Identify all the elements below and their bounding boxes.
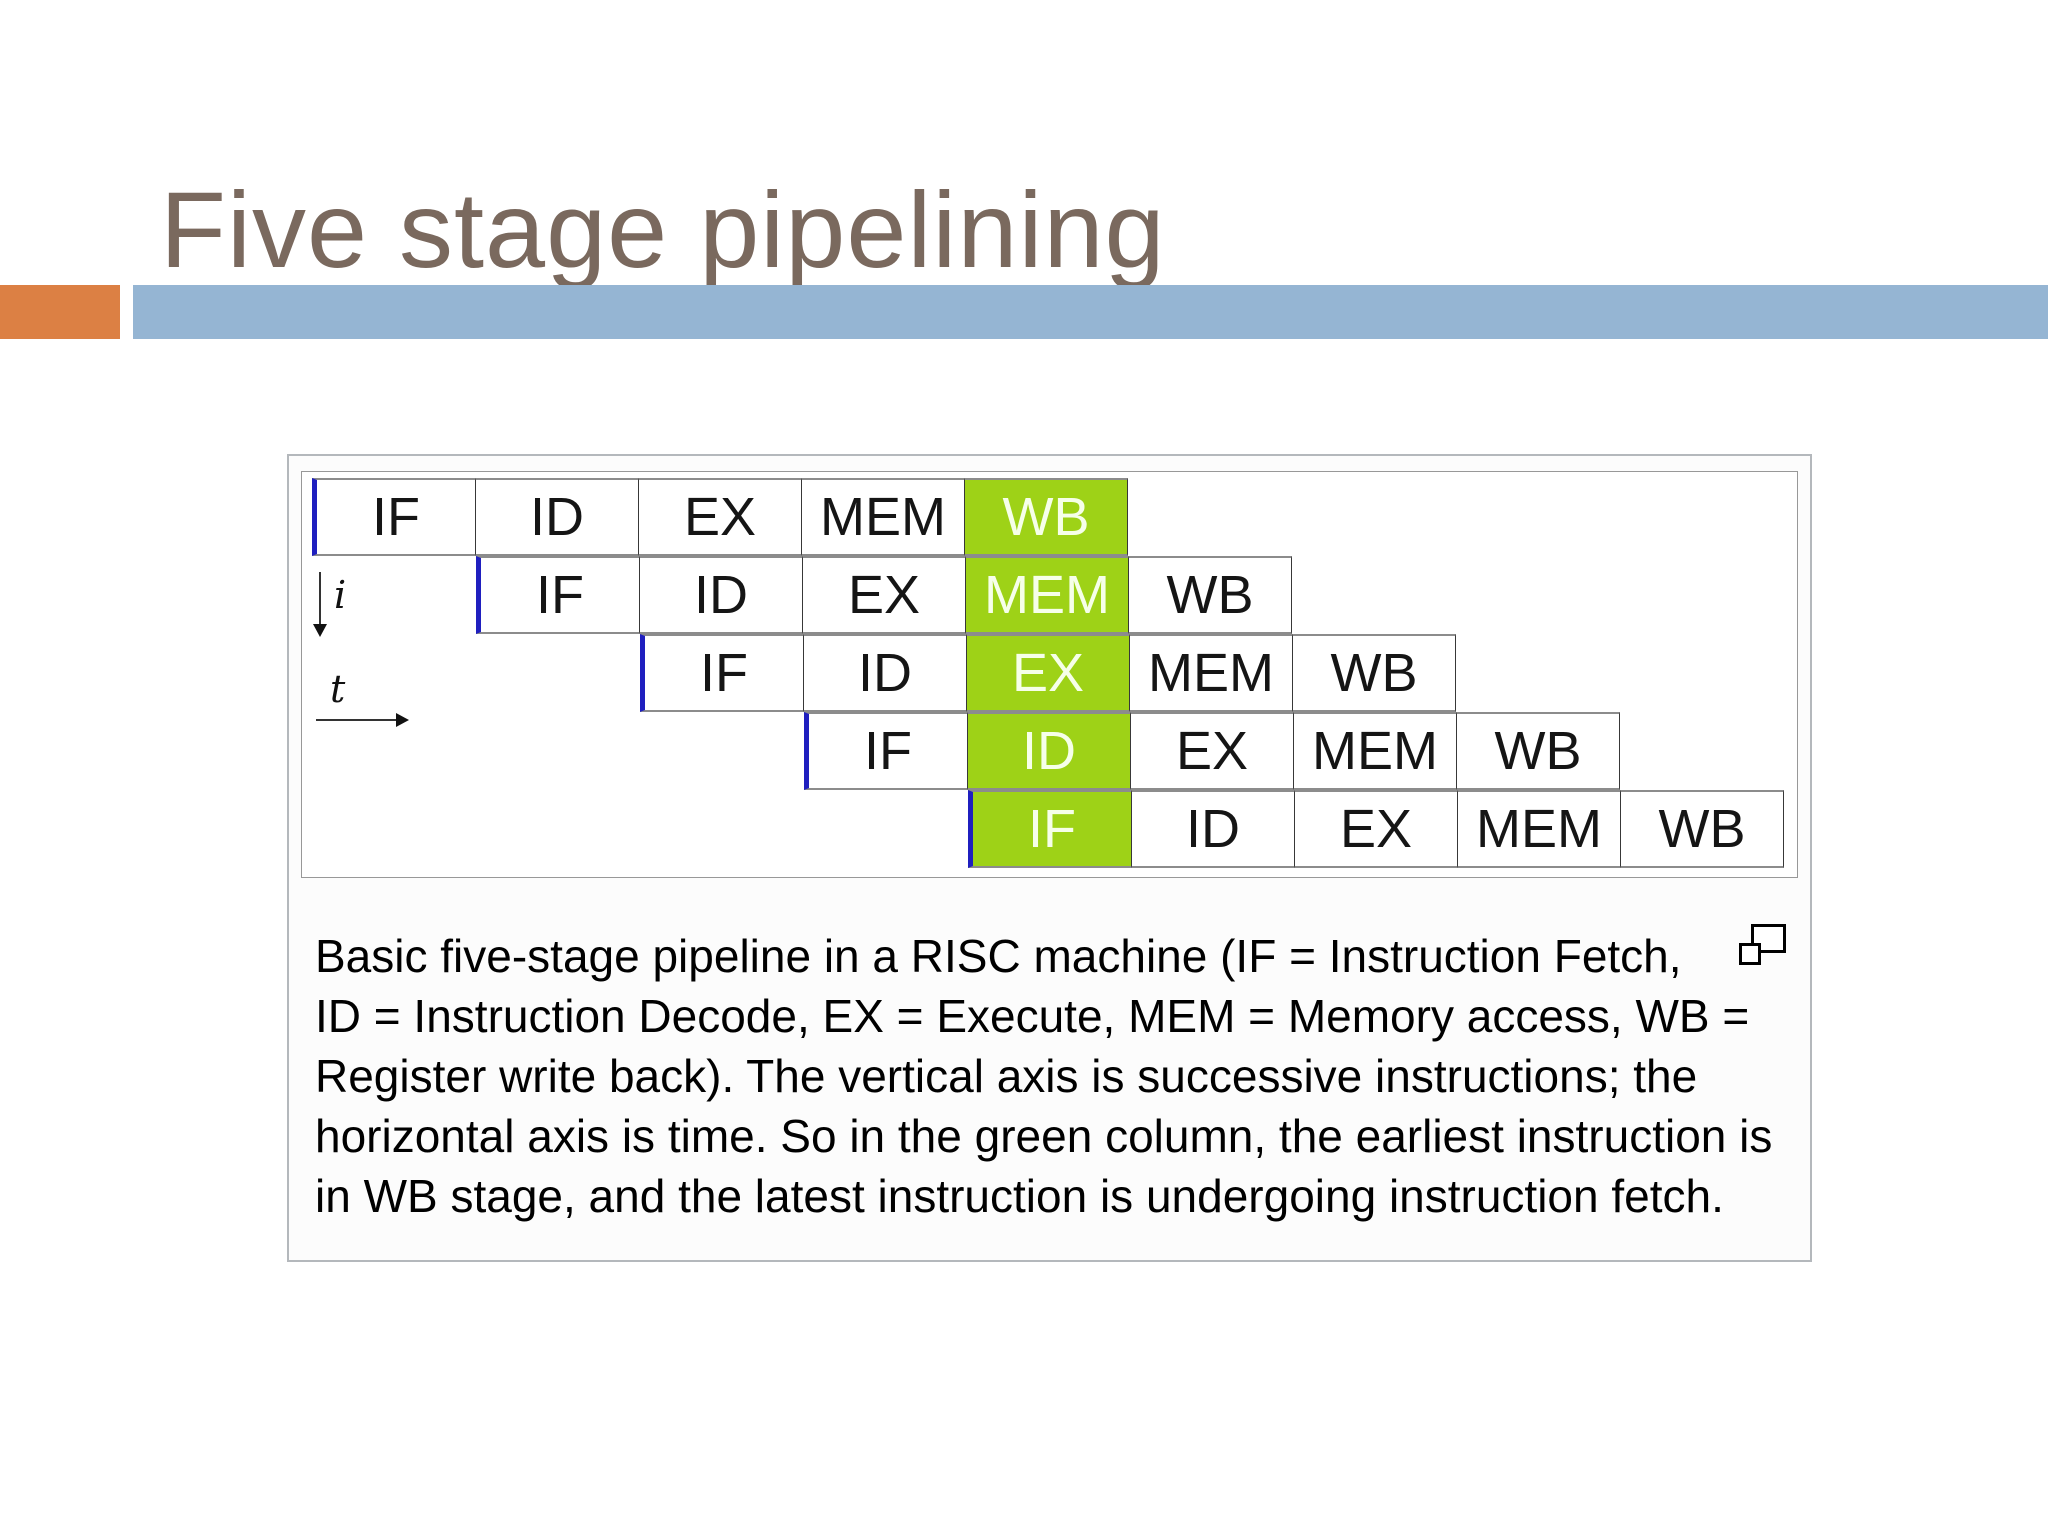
enlarge-icon[interactable] xyxy=(1739,924,1786,965)
time-axis-label: t xyxy=(330,667,346,711)
pipeline-cell: ID xyxy=(1131,790,1295,868)
pipeline-cell: WB xyxy=(1620,790,1784,868)
pipeline-cell-highlighted: IF xyxy=(968,790,1132,868)
pipeline-cell-highlighted: WB xyxy=(964,478,1128,556)
pipeline-cell: IF xyxy=(804,712,968,790)
pipeline-cell: ID xyxy=(803,634,967,712)
accent-bar-blue xyxy=(133,285,2048,339)
pipeline-cell: WB xyxy=(1456,712,1620,790)
pipeline-cell: ID xyxy=(475,478,639,556)
pipeline-cell: EX xyxy=(638,478,802,556)
accent-bar-orange xyxy=(0,285,120,339)
pipeline-cell: MEM xyxy=(1457,790,1621,868)
pipeline-cell: IF xyxy=(640,634,804,712)
pipeline-cell: MEM xyxy=(1293,712,1457,790)
pipeline-cell: WB xyxy=(1292,634,1456,712)
pipeline-cell: IF xyxy=(476,556,640,634)
pipeline-cell-highlighted: EX xyxy=(966,634,1130,712)
pipeline-cell: WB xyxy=(1128,556,1292,634)
figure-caption-line: Basic five-stage pipeline in a RISC mach… xyxy=(315,930,1682,982)
pipeline-cell-highlighted: ID xyxy=(967,712,1131,790)
time-axis-arrowhead-icon xyxy=(396,713,409,727)
instruction-axis-label: i xyxy=(334,573,347,617)
pipeline-cell: IF xyxy=(312,478,476,556)
figure-caption-line: horizontal axis is time. So in the green… xyxy=(315,1110,1773,1162)
figure-caption: Basic five-stage pipeline in a RISC mach… xyxy=(315,926,1773,1226)
pipeline-cell: ID xyxy=(639,556,803,634)
instruction-axis-arrow xyxy=(319,572,321,624)
pipeline-cell: MEM xyxy=(1129,634,1293,712)
instruction-axis-arrowhead-icon xyxy=(313,624,327,637)
pipeline-cell: EX xyxy=(1130,712,1294,790)
pipeline-cell: EX xyxy=(802,556,966,634)
figure-caption-line: Register write back). The vertical axis … xyxy=(315,1050,1698,1102)
enlarge-icon-small-rect xyxy=(1739,943,1761,965)
figure-caption-line: in WB stage, and the latest instruction … xyxy=(315,1170,1724,1222)
pipeline-cell: EX xyxy=(1294,790,1458,868)
pipeline-cell: MEM xyxy=(801,478,965,556)
time-axis-arrow xyxy=(316,719,396,721)
page-title: Five stage pipelining xyxy=(160,169,1166,291)
pipeline-cell-highlighted: MEM xyxy=(965,556,1129,634)
figure-caption-line: ID = Instruction Decode, EX = Execute, M… xyxy=(315,990,1750,1042)
